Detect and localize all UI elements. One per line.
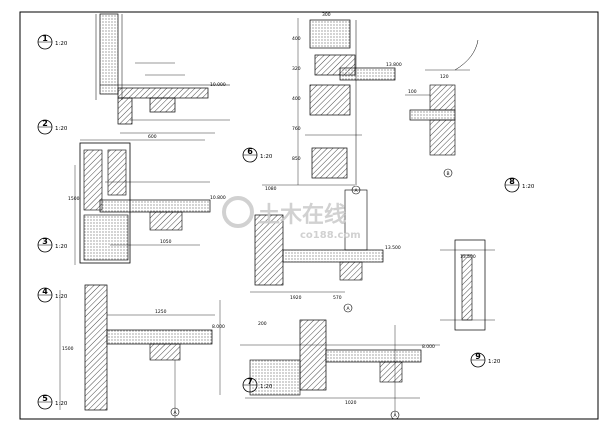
detail-center-bottom bbox=[240, 319, 440, 415]
elevation-label: 10.000 bbox=[210, 82, 226, 88]
detail-mark-1: 1 1:20 bbox=[37, 34, 68, 50]
detail-mark-1-scale: 1:20 bbox=[55, 41, 68, 47]
sheet-border bbox=[19, 11, 599, 420]
watermark-main: 土木在线 bbox=[258, 202, 346, 228]
detail-mark-3: 3 1:20 bbox=[37, 237, 68, 253]
dimension-label: 1080 bbox=[265, 186, 277, 192]
detail-mark-7: 7 1:20 bbox=[242, 377, 273, 393]
detail-mark-6: 6 1:20 bbox=[242, 147, 273, 163]
dimension-label: 120 bbox=[440, 74, 449, 80]
detail-mark-9-number: 9 bbox=[475, 352, 481, 361]
detail-left-bottom bbox=[59, 284, 221, 418]
watermark: 土木在线 co188.com bbox=[222, 196, 361, 241]
dimension-label: 1250 bbox=[155, 309, 167, 315]
detail-mark-7-scale: 1:20 bbox=[260, 384, 273, 390]
axis-bubble-4: B bbox=[443, 168, 453, 178]
dimension-label: 1500 bbox=[62, 346, 74, 352]
elevation-label: 8.000 bbox=[212, 324, 225, 330]
svg-text:B: B bbox=[446, 171, 449, 177]
dimension-label: 320 bbox=[292, 66, 301, 72]
detail-mark-5-scale: 1:20 bbox=[55, 401, 68, 407]
detail-mark-8-number: 8 bbox=[509, 177, 515, 186]
dimension-label: 100 bbox=[408, 89, 417, 95]
axis-bubble-2: A bbox=[343, 303, 353, 313]
elevation-label: 8.000 bbox=[422, 344, 435, 350]
svg-text:A: A bbox=[393, 413, 397, 419]
dimension-label: 1020 bbox=[345, 400, 357, 406]
watermark-sub: co188.com bbox=[300, 230, 361, 241]
dimension-label: 600 bbox=[148, 134, 157, 140]
svg-text:A: A bbox=[354, 188, 358, 194]
dimension-label: 1920 bbox=[290, 295, 302, 301]
detail-mark-2-scale: 1:20 bbox=[55, 126, 68, 132]
dimension-label: 200 bbox=[258, 321, 267, 327]
dimension-label: 850 bbox=[292, 156, 301, 162]
dimension-label: 570 bbox=[333, 295, 342, 301]
detail-left-top bbox=[95, 13, 230, 134]
elevation-label: 13.800 bbox=[386, 62, 402, 68]
dimension-label: 1050 bbox=[160, 239, 172, 245]
detail-center-middle bbox=[250, 184, 384, 293]
detail-right-top bbox=[405, 39, 479, 156]
dimension-label: 760 bbox=[292, 126, 301, 132]
detail-mark-4: 4 1:20 bbox=[37, 287, 68, 303]
detail-mark-4-number: 4 bbox=[42, 287, 48, 296]
elevation-label: 13.500 bbox=[460, 254, 476, 260]
detail-mark-9-scale: 1:20 bbox=[488, 359, 501, 365]
detail-mark-8: 8 1:20 bbox=[504, 177, 535, 193]
detail-mark-7-number: 7 bbox=[247, 377, 253, 386]
axis-bubble-5: A bbox=[351, 185, 361, 195]
detail-mark-5-number: 5 bbox=[42, 394, 48, 403]
dimension-label: 300 bbox=[322, 12, 331, 18]
detail-mark-3-scale: 1:20 bbox=[55, 244, 68, 250]
detail-mark-2-number: 2 bbox=[42, 119, 48, 128]
elevation-label: 13.500 bbox=[385, 245, 401, 251]
axis-bubble-3: A bbox=[390, 410, 400, 420]
axis-bubble-1: A bbox=[170, 407, 180, 417]
detail-left-middle bbox=[74, 139, 211, 265]
dimension-label: 400 bbox=[292, 96, 301, 102]
detail-mark-1-number: 1 bbox=[42, 34, 48, 43]
detail-mark-6-scale: 1:20 bbox=[260, 154, 273, 160]
elevation-label: 10.800 bbox=[210, 195, 226, 201]
dimension-label: 400 bbox=[292, 36, 301, 42]
dimension-label: 1500 bbox=[68, 196, 80, 202]
detail-mark-8-scale: 1:20 bbox=[522, 184, 535, 190]
detail-right-bottom bbox=[440, 239, 495, 331]
svg-text:A: A bbox=[346, 306, 350, 312]
detail-mark-3-number: 3 bbox=[42, 237, 48, 246]
detail-mark-5: 5 1:20 bbox=[37, 394, 68, 410]
detail-center-top bbox=[297, 18, 396, 185]
detail-mark-9: 9 1:20 bbox=[470, 352, 501, 368]
detail-mark-4-scale: 1:20 bbox=[55, 294, 68, 300]
detail-mark-6-number: 6 bbox=[247, 147, 253, 156]
detail-mark-2: 2 1:20 bbox=[37, 119, 68, 135]
svg-text:A: A bbox=[173, 410, 177, 416]
